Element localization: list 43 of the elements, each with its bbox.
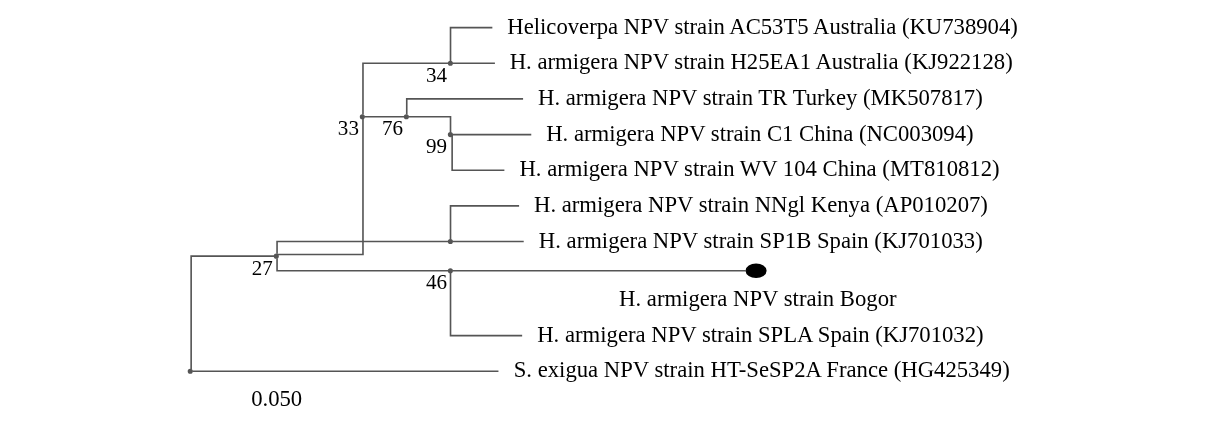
connector — [406, 115, 451, 134]
connector — [275, 240, 449, 255]
node-label: 99 — [425, 134, 447, 159]
connector — [275, 117, 364, 256]
node-label: 76 — [381, 116, 403, 141]
node-label: 34 — [425, 62, 447, 87]
connector — [449, 272, 523, 337]
node-point — [359, 114, 365, 120]
node-text: H. armigera NPV strain SP1B Spain (KJ701033) — [538, 227, 983, 253]
label: 0.050 — [250, 386, 302, 412]
node-text: S. exigua NPV strain HT-SeSP2A France (HG425349) — [513, 357, 1010, 383]
node-text: H. armigera NPV strain H25EA1 Australia (KJ922128) — [509, 49, 1013, 75]
node-point — [447, 60, 453, 66]
connector — [451, 240, 525, 243]
connector — [405, 98, 524, 116]
node-label: 27 — [251, 255, 273, 280]
node-circle — [745, 263, 767, 279]
node-text: Helicoverpa NPV strain AC53T5 Australia (KU738904) — [506, 13, 1018, 39]
node-text: H. armigera NPV strain TR Turkey (MK507817) — [537, 84, 983, 110]
node-label: 46 — [425, 270, 447, 295]
connector — [190, 370, 499, 373]
connector — [362, 115, 405, 118]
node-point — [447, 132, 453, 138]
node-label: 33 — [337, 116, 359, 141]
connector — [361, 62, 449, 116]
connector — [189, 255, 275, 371]
node-text: H. armigera NPV strain C1 China (NC003094) — [545, 120, 974, 146]
connector — [449, 205, 520, 241]
node-point — [187, 368, 193, 374]
connector — [450, 133, 505, 172]
connector — [275, 257, 449, 272]
connector — [451, 269, 747, 272]
node-point — [403, 114, 409, 120]
connector — [451, 62, 496, 65]
node-point — [447, 268, 453, 274]
label: H. armigera NPV strain Bogor — [618, 285, 897, 311]
node-point — [447, 239, 453, 245]
node-text: H. armigera NPV strain NNgl Kenya (AP010207) — [533, 191, 988, 217]
connector — [451, 133, 532, 136]
connector — [449, 26, 493, 63]
node-point — [273, 253, 279, 259]
node-text: H. armigera NPV strain SPLA Spain (KJ701032) — [536, 321, 984, 347]
node-text: H. armigera NPV strain WV 104 China (MT810812) — [518, 156, 1000, 182]
